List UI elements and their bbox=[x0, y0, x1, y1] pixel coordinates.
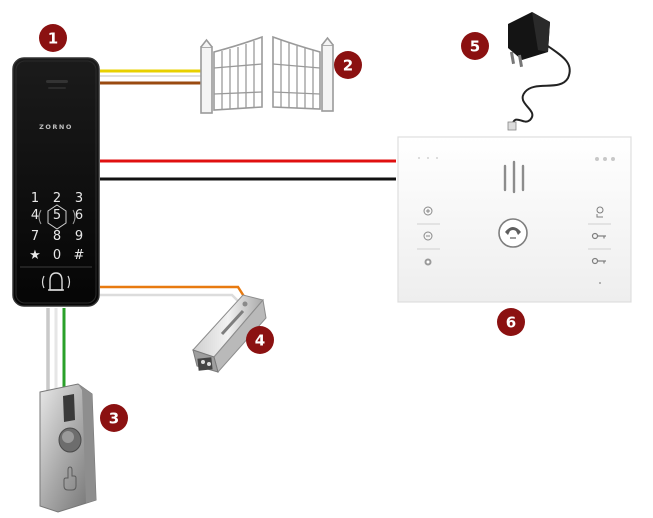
gate bbox=[200, 35, 334, 114]
marker-circle bbox=[461, 32, 489, 60]
marker-label: 4 bbox=[255, 332, 265, 350]
marker-circle bbox=[100, 404, 128, 432]
monitor bbox=[397, 136, 632, 303]
marker-circle bbox=[334, 51, 362, 79]
key-1[interactable]: 1 bbox=[31, 191, 39, 206]
electric-strike bbox=[192, 294, 267, 374]
handset-button[interactable] bbox=[498, 218, 528, 248]
card-reader-icon bbox=[47, 204, 67, 230]
marker-circle bbox=[39, 24, 67, 52]
key-star[interactable]: ★ bbox=[29, 248, 41, 263]
wires bbox=[46, 43, 571, 392]
brand-label: ZORNO bbox=[39, 123, 73, 131]
wire-white-strike bbox=[100, 293, 241, 304]
settings-icon[interactable] bbox=[424, 258, 432, 266]
handset-icon bbox=[505, 227, 521, 235]
marker-circle bbox=[497, 308, 525, 336]
marker-2: 2 bbox=[334, 51, 362, 79]
marker-label: 5 bbox=[470, 38, 480, 56]
status-leds bbox=[595, 157, 615, 161]
bell-icon[interactable] bbox=[41, 272, 71, 291]
key-7[interactable]: 7 bbox=[31, 229, 39, 244]
marker-6: 6 bbox=[497, 308, 525, 336]
key-3[interactable]: 3 bbox=[75, 191, 83, 206]
key-2[interactable]: 2 bbox=[53, 191, 61, 206]
monitor-speaker bbox=[503, 160, 525, 194]
marker-label: 2 bbox=[343, 57, 353, 75]
key-6[interactable]: 6 bbox=[75, 208, 83, 223]
key-8[interactable]: 8 bbox=[53, 229, 61, 244]
key-9[interactable]: 9 bbox=[75, 229, 83, 244]
power-adapter bbox=[507, 12, 550, 131]
marker-circle bbox=[246, 326, 274, 354]
marker-label: 1 bbox=[48, 30, 58, 48]
marker-5: 5 bbox=[461, 32, 489, 60]
unlock-key-icon[interactable] bbox=[591, 232, 607, 240]
speaker-grille bbox=[46, 80, 68, 83]
key-5[interactable]: 5 bbox=[53, 208, 61, 223]
key-hash[interactable]: # bbox=[74, 248, 85, 263]
marker-label: 6 bbox=[506, 314, 516, 332]
connector bbox=[507, 121, 517, 131]
hand-icon bbox=[63, 466, 77, 491]
power-cable bbox=[511, 43, 571, 127]
key-0[interactable]: 0 bbox=[53, 248, 61, 263]
marker-label: 3 bbox=[109, 410, 119, 428]
exit-button bbox=[39, 383, 97, 513]
gate-key-icon[interactable] bbox=[591, 257, 607, 265]
marker-4: 4 bbox=[246, 326, 274, 354]
marker-3: 3 bbox=[100, 404, 128, 432]
volume-up-icon[interactable] bbox=[423, 206, 433, 216]
key-4[interactable]: 4 bbox=[31, 208, 39, 223]
volume-down-icon[interactable] bbox=[423, 231, 433, 241]
intercom-icon[interactable] bbox=[596, 206, 604, 218]
marker-1: 1 bbox=[39, 24, 67, 52]
plug-pin bbox=[509, 51, 516, 65]
wire-orange bbox=[100, 285, 247, 299]
